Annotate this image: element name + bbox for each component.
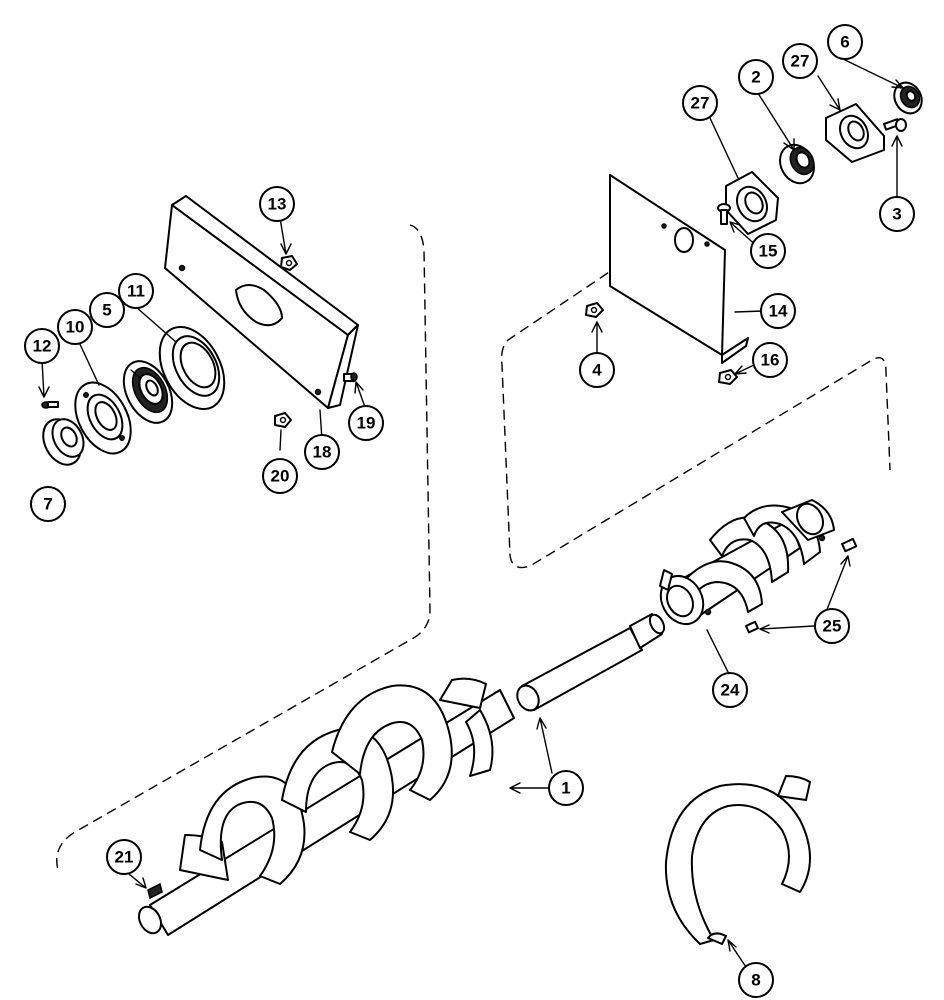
callout-6: 6 bbox=[827, 24, 863, 60]
svg-text:4: 4 bbox=[592, 361, 602, 380]
nut-20 bbox=[274, 412, 292, 428]
callout-18: 18 bbox=[304, 434, 340, 470]
callout-25: 25 bbox=[814, 608, 850, 644]
svg-text:14: 14 bbox=[769, 302, 788, 321]
svg-text:25: 25 bbox=[823, 617, 842, 636]
callout-5: 5 bbox=[89, 292, 125, 328]
flange-10 bbox=[74, 381, 132, 455]
auger-flight-8 bbox=[664, 775, 811, 945]
svg-text:6: 6 bbox=[840, 33, 849, 52]
svg-text:13: 13 bbox=[268, 195, 287, 214]
svg-text:12: 12 bbox=[33, 337, 52, 356]
svg-text:18: 18 bbox=[313, 443, 332, 462]
bracket-18 bbox=[164, 195, 359, 409]
nut-16 bbox=[718, 369, 738, 385]
svg-text:11: 11 bbox=[127, 282, 145, 301]
screw-19 bbox=[343, 372, 358, 382]
flange-27-upper bbox=[825, 103, 885, 163]
plate-14 bbox=[609, 174, 749, 364]
callout-2: 2 bbox=[738, 59, 774, 95]
callout-27-left: 27 bbox=[682, 85, 718, 121]
svg-text:2: 2 bbox=[751, 68, 760, 87]
shaft-1-upper bbox=[516, 613, 666, 712]
svg-text:27: 27 bbox=[791, 52, 810, 71]
nut-13 bbox=[280, 255, 298, 271]
svg-text:27: 27 bbox=[691, 94, 710, 113]
callout-13: 13 bbox=[259, 186, 295, 222]
flange-27-lower bbox=[725, 171, 779, 235]
callout-27-right: 27 bbox=[782, 43, 818, 79]
svg-text:16: 16 bbox=[761, 351, 780, 370]
svg-text:24: 24 bbox=[721, 681, 740, 700]
auger-flight-1 bbox=[137, 677, 515, 936]
auger-section-24 bbox=[659, 499, 835, 625]
bolt-3 bbox=[883, 118, 907, 132]
setscrew-25-lower bbox=[745, 620, 760, 634]
callout-7: 7 bbox=[30, 486, 66, 522]
callout-11: 11 bbox=[118, 273, 154, 309]
dashed-group-left bbox=[56, 224, 431, 871]
flange-11 bbox=[158, 325, 226, 411]
svg-text:8: 8 bbox=[751, 971, 760, 990]
bearing-5 bbox=[122, 360, 174, 424]
svg-text:5: 5 bbox=[102, 301, 111, 320]
svg-text:19: 19 bbox=[357, 414, 376, 433]
bearing-cap-7 bbox=[42, 418, 85, 466]
callout-4: 4 bbox=[579, 352, 615, 388]
callout-1: 1 bbox=[548, 770, 584, 806]
callout-12: 12 bbox=[24, 328, 60, 364]
svg-text:21: 21 bbox=[115, 848, 134, 867]
svg-text:10: 10 bbox=[66, 318, 85, 337]
callout-10: 10 bbox=[57, 309, 93, 345]
callout-24: 24 bbox=[712, 672, 748, 708]
svg-text:20: 20 bbox=[271, 467, 290, 486]
key-21 bbox=[147, 882, 163, 900]
bolt-15 bbox=[717, 203, 731, 225]
svg-text:3: 3 bbox=[892, 205, 901, 224]
callout-16: 16 bbox=[752, 342, 788, 378]
bearing-2 bbox=[779, 143, 815, 185]
callout-3: 3 bbox=[879, 196, 915, 232]
setscrew-25-upper bbox=[841, 537, 858, 553]
callout-21: 21 bbox=[106, 839, 142, 875]
svg-text:15: 15 bbox=[759, 242, 778, 261]
callout-14: 14 bbox=[760, 293, 796, 329]
bearing-cap-6 bbox=[893, 81, 923, 115]
svg-text:1: 1 bbox=[561, 779, 570, 798]
dashed-group-right bbox=[500, 245, 891, 569]
callout-8: 8 bbox=[738, 962, 774, 998]
callout-15: 15 bbox=[750, 233, 786, 269]
nut-4 bbox=[585, 302, 604, 318]
callout-20: 20 bbox=[262, 458, 298, 494]
callout-19: 19 bbox=[348, 405, 384, 441]
svg-text:7: 7 bbox=[43, 495, 52, 514]
screw-12 bbox=[41, 401, 59, 409]
